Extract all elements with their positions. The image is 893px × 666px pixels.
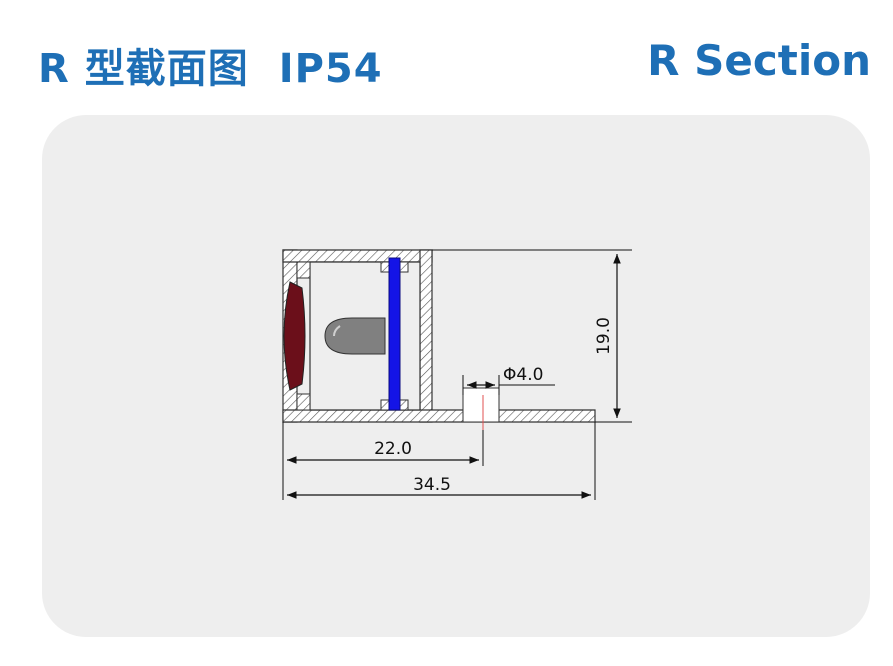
dimension-height-label: 19.0: [594, 317, 614, 355]
diagram-panel: [42, 115, 870, 637]
pcb-strip: [388, 257, 401, 411]
diffuser-cover: [283, 281, 306, 391]
led-chip: [324, 317, 386, 355]
section-title-en: R Section: [647, 36, 871, 85]
dimension-inner-width: 22.0: [282, 422, 484, 500]
dimension-height: 19.0: [432, 249, 632, 423]
dimension-total-width: 34.5: [287, 422, 596, 500]
dimension-hole-label: Φ4.0: [503, 365, 543, 385]
title-ip-rating: IP54: [278, 46, 383, 92]
dimension-hole: Φ4.0: [462, 365, 555, 395]
title-cn-text: R 型截面图: [38, 46, 249, 92]
dimension-inner-width-label: 22.0: [374, 439, 412, 459]
header: R 型截面图 IP54 R Section: [0, 0, 893, 110]
dimension-total-width-label: 34.5: [413, 475, 451, 495]
section-title-cn: R 型截面图 IP54: [38, 36, 383, 94]
